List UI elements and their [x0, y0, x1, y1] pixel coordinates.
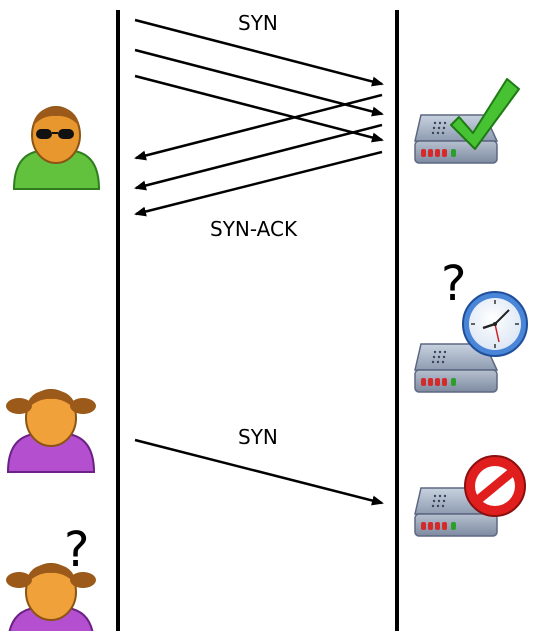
attacker-user-icon [12, 106, 101, 190]
server-refusing-icon [414, 455, 526, 537]
syn-arrows [134, 18, 384, 143]
syn-arrow [134, 48, 384, 117]
syn-label-bottom: SYN [238, 425, 278, 449]
syn-ack-arrow [134, 93, 383, 161]
forbidden-icon [464, 455, 526, 517]
syn-arrow-bottom [134, 438, 384, 506]
checkmark-icon [450, 78, 520, 150]
syn-label-top: SYN [238, 11, 278, 35]
syn-ack-arrow [134, 123, 383, 191]
legit-user-icon [6, 389, 96, 473]
clock-icon [462, 291, 528, 357]
syn-ack-label: SYN-ACK [210, 217, 298, 241]
waiting-user-icon [6, 563, 96, 631]
server-waiting-icon [414, 291, 528, 393]
syn-ack-arrow [134, 150, 383, 217]
server-accepting-icon [414, 78, 520, 164]
syn-arrow [134, 18, 384, 87]
syn-arrow [134, 74, 384, 143]
syn-ack-arrows [134, 93, 383, 217]
server-question-mark: ? [441, 256, 466, 312]
